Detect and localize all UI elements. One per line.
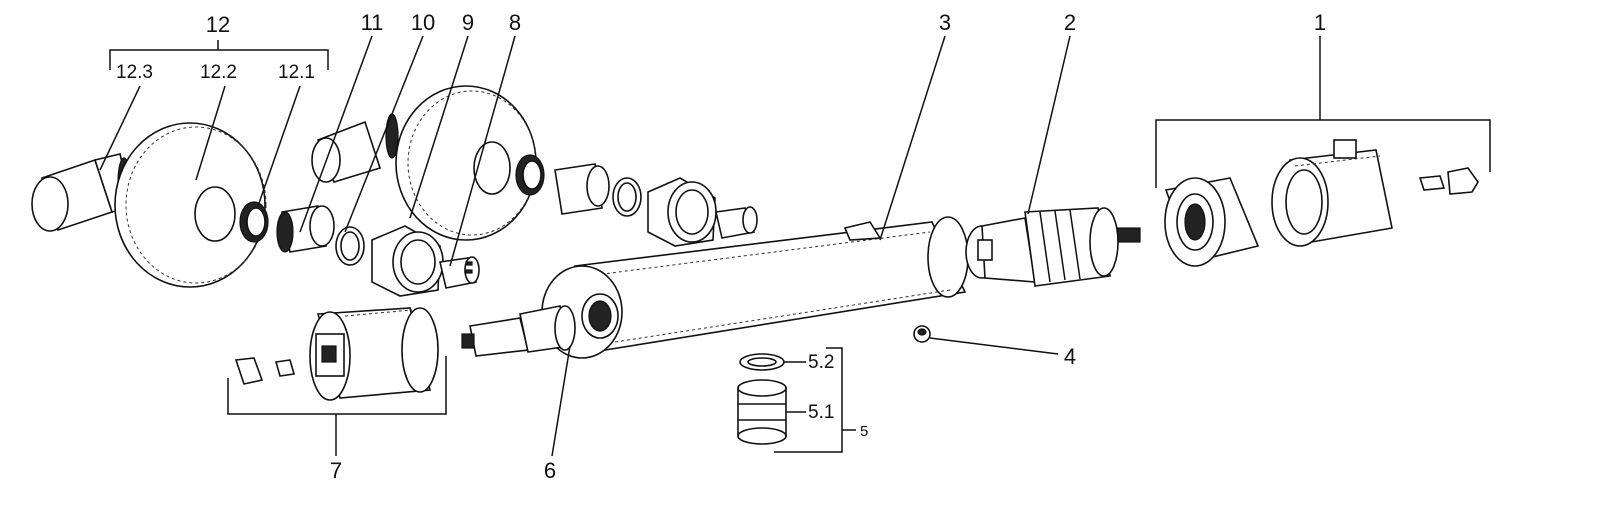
part-5-2-ring bbox=[739, 353, 785, 371]
label-2: 2 bbox=[1064, 10, 1076, 35]
label-10: 10 bbox=[411, 10, 435, 35]
part-9-union-nut bbox=[371, 225, 444, 297]
upper-connector-set bbox=[311, 85, 758, 247]
label-7: 7 bbox=[330, 458, 342, 483]
label-3: 3 bbox=[939, 10, 951, 35]
part-8-check-valve bbox=[439, 256, 480, 289]
label-12-1: 12.1 bbox=[278, 62, 315, 83]
part-1-handle-assembly bbox=[1164, 139, 1479, 267]
label-5-2: 5.2 bbox=[808, 352, 834, 373]
label-12: 12 bbox=[206, 12, 230, 37]
part-12-eccentric-assembly bbox=[31, 122, 269, 288]
label-1: 1 bbox=[1314, 10, 1326, 35]
part-12-1-seal bbox=[239, 201, 269, 243]
part-7-cap-assembly bbox=[234, 307, 439, 401]
label-8: 8 bbox=[509, 10, 521, 35]
part-6-spindle bbox=[461, 305, 576, 357]
part-4-plug bbox=[913, 325, 931, 343]
label-4: 4 bbox=[1064, 344, 1076, 369]
part-5-insert bbox=[737, 353, 787, 445]
label-12-3: 12.3 bbox=[116, 62, 153, 83]
part-10-o-ring bbox=[335, 226, 365, 266]
label-9: 9 bbox=[462, 10, 474, 35]
label-6: 6 bbox=[544, 458, 556, 483]
leader-lines bbox=[99, 35, 1491, 457]
part-5-1-body bbox=[737, 379, 787, 445]
label-12-2: 12.2 bbox=[200, 62, 237, 83]
part-11-sleeve bbox=[276, 205, 335, 253]
part-3-valve-body bbox=[541, 216, 969, 359]
label-11: 11 bbox=[361, 10, 384, 35]
part-labels: 12 12.3 12.2 12.1 11 10 9 8 3 2 1 4 5.2 … bbox=[116, 10, 1326, 483]
label-5-1: 5.1 bbox=[808, 402, 834, 423]
part-2-thermo-cartridge bbox=[965, 207, 1141, 287]
part-12-2-cover-disc bbox=[114, 122, 267, 288]
label-5: 5 bbox=[860, 423, 868, 440]
